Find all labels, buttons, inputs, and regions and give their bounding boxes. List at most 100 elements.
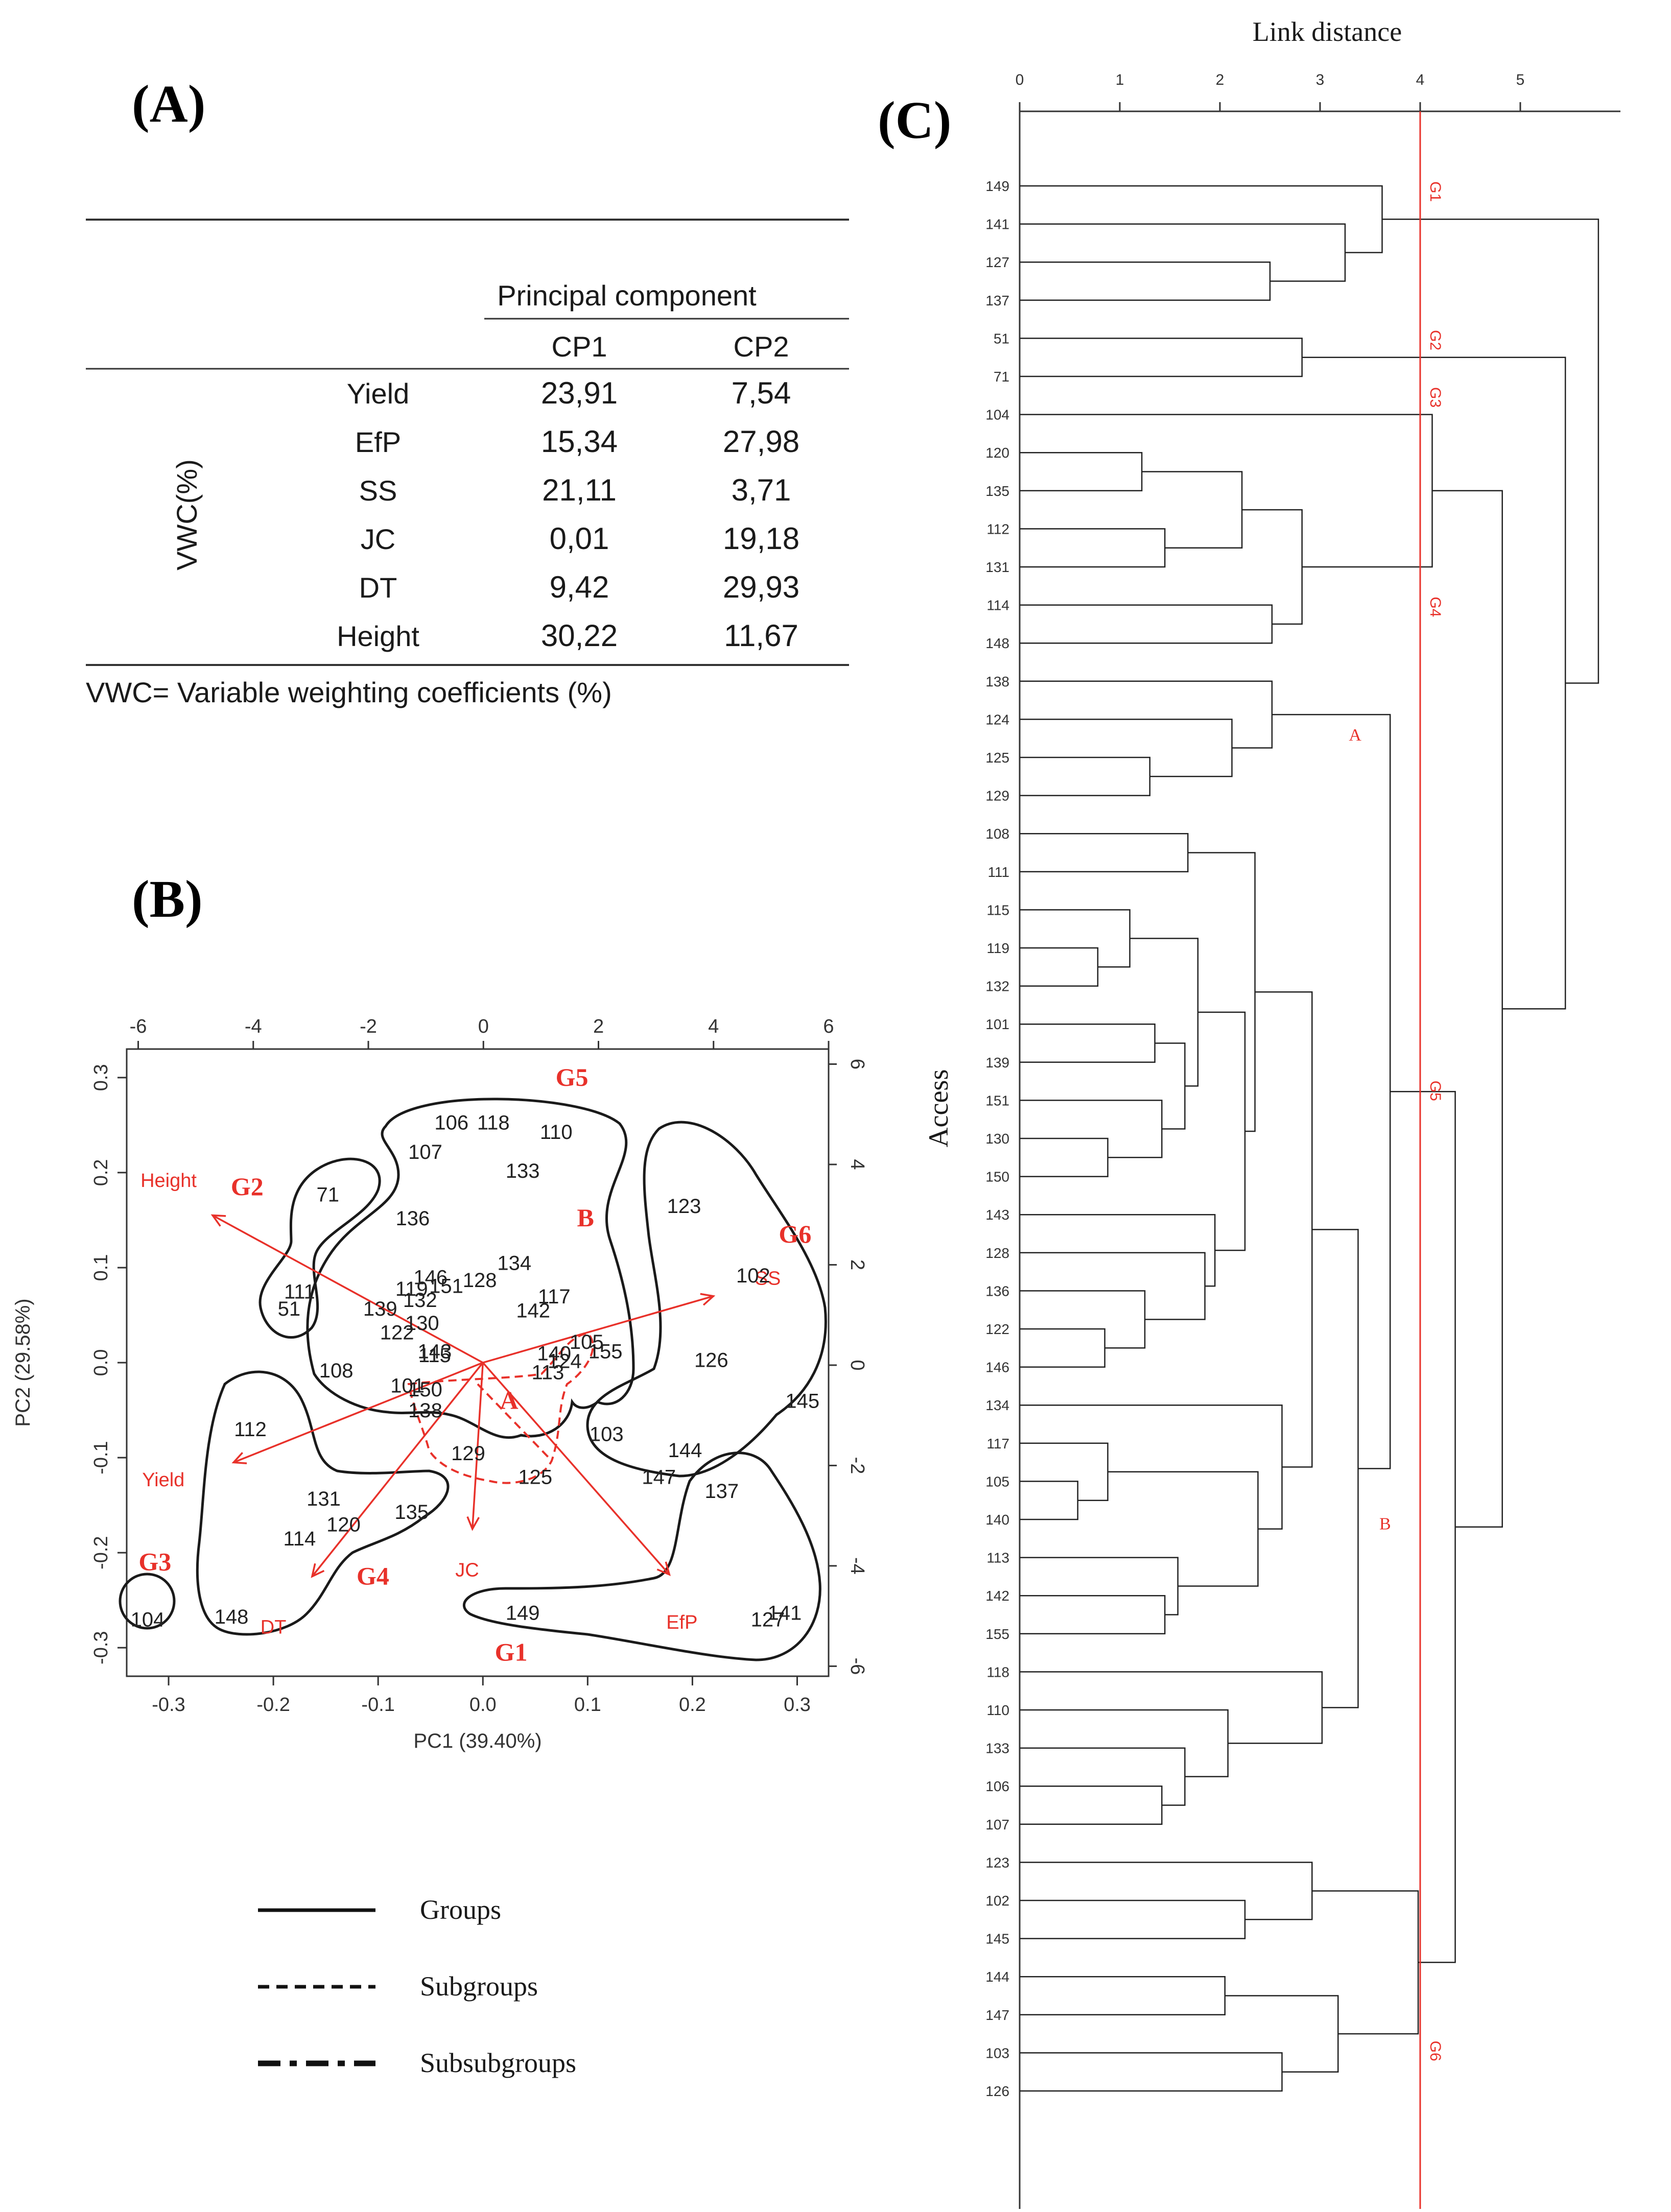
panel-label-c: (C) <box>878 91 951 150</box>
y-tick-label: 0.3 <box>90 1064 112 1091</box>
accession-point: 139 <box>363 1298 397 1320</box>
leaf-label: 144 <box>985 1969 1009 1985</box>
leaf-label: 125 <box>985 750 1009 766</box>
leaf-label: 131 <box>985 559 1009 575</box>
group-outline-g5 <box>306 1098 635 1439</box>
vector-label: DT <box>261 1616 287 1638</box>
leaf-label: 113 <box>986 1550 1009 1566</box>
accession-point: 128 <box>463 1269 497 1292</box>
dendrogram-link <box>1020 1976 1226 2016</box>
distance-tick-label: 5 <box>1516 72 1525 88</box>
x-tick-label: 0.2 <box>679 1694 706 1716</box>
leaf-label: 123 <box>985 1854 1009 1870</box>
leaf-label: 120 <box>985 445 1009 461</box>
biplot-x-axis-title: PC1 (39.40%) <box>413 1730 542 1752</box>
dendrogram-link <box>1020 1290 1146 1349</box>
dendrogram-link <box>1020 1557 1179 1615</box>
leaf-label: 108 <box>985 826 1009 842</box>
leaf-label: 110 <box>986 1702 1009 1718</box>
dendrogram-link <box>1020 1137 1109 1177</box>
leaf-label: 114 <box>986 598 1009 613</box>
leaf-label: 127 <box>985 254 1009 270</box>
leaf-label: 133 <box>985 1741 1009 1756</box>
accession-point: 145 <box>785 1390 819 1412</box>
distance-tick-label: 0 <box>1016 72 1024 88</box>
loading-vector-yield <box>233 1362 483 1463</box>
accession-point: 143 <box>418 1341 452 1363</box>
distance-tick-label: 1 <box>1116 72 1124 88</box>
accession-point: 135 <box>394 1501 429 1524</box>
accession-point: 123 <box>667 1195 701 1218</box>
table-row-label: DT <box>359 572 397 604</box>
group-label-g5: G5 <box>556 1063 589 1091</box>
vector-label: JC <box>455 1560 479 1581</box>
x-tick-label: 0.3 <box>784 1694 811 1716</box>
cluster-label-g3: G3 <box>1427 387 1444 408</box>
leaf-label: 122 <box>985 1321 1009 1337</box>
y-tick-label: 0.1 <box>90 1254 112 1281</box>
accession-point: 106 <box>434 1111 468 1134</box>
leaf-label: 111 <box>987 864 1009 880</box>
arrowhead-icon <box>231 1452 247 1464</box>
group-label-g3: G3 <box>138 1548 171 1576</box>
table-cell-cp1: 21,11 <box>542 473 617 507</box>
dendrogram-link <box>1272 713 1391 1469</box>
leaf-label: 132 <box>985 979 1009 994</box>
leaf-label: 105 <box>985 1473 1009 1489</box>
leaf-label: 112 <box>986 521 1009 537</box>
arrowhead-icon <box>700 1293 716 1306</box>
leaf-label: 149 <box>985 178 1009 194</box>
accession-point: 71 <box>316 1184 339 1206</box>
group-outline-g4 <box>196 1370 450 1636</box>
table-row-label: EfP <box>355 426 401 458</box>
accession-point: 112 <box>234 1418 267 1441</box>
dendrogram-y-axis-title: Access <box>923 1069 954 1148</box>
leaf-label: 137 <box>985 293 1009 308</box>
accession-point: 141 <box>767 1602 802 1624</box>
leaf-label: 139 <box>985 1055 1009 1071</box>
right-tick-label: -4 <box>846 1557 868 1575</box>
dendrogram-link <box>1020 1404 1283 1530</box>
distance-tick-label: 4 <box>1416 72 1425 88</box>
cluster-label-g6: G6 <box>1427 2041 1444 2061</box>
leaf-label: 136 <box>985 1283 1009 1299</box>
accession-point: 133 <box>506 1160 540 1182</box>
leaf-label: 150 <box>985 1169 1009 1185</box>
accession-point: 114 <box>283 1528 316 1550</box>
accession-point: 120 <box>326 1513 361 1536</box>
table-row-label: Yield <box>347 377 409 410</box>
accession-point: 146 <box>413 1267 448 1289</box>
y-tick-label: 0.0 <box>90 1349 112 1376</box>
vector-label: SS <box>755 1268 781 1289</box>
cluster-label-g4: G4 <box>1427 597 1444 617</box>
accession-point: 147 <box>642 1466 676 1488</box>
legend-label: Groups <box>420 1894 501 1925</box>
dendrogram-link <box>1302 356 1566 1010</box>
table-cell-cp1: 15,34 <box>541 424 618 459</box>
leaf-label: 124 <box>985 711 1009 727</box>
leaf-label: 129 <box>985 788 1009 804</box>
leaf-label: 102 <box>985 1893 1009 1909</box>
leaf-label: 130 <box>985 1131 1009 1147</box>
x-tick-label: -0.3 <box>152 1694 185 1716</box>
vector-label: Height <box>140 1170 197 1192</box>
accession-point: 115 <box>418 1344 451 1367</box>
dendrogram-link <box>1020 719 1233 777</box>
accession-point: 111 <box>284 1280 315 1303</box>
leaf-label: 118 <box>986 1664 1009 1680</box>
dendrogram-link <box>1020 947 1099 987</box>
dendrogram-link <box>1020 1100 1163 1158</box>
accession-point: 131 <box>307 1488 341 1510</box>
leaf-label: 141 <box>985 217 1009 232</box>
dendrogram-link <box>1020 1252 1206 1320</box>
y-tick-label: -0.3 <box>90 1631 112 1664</box>
group-label-g4: G4 <box>357 1562 389 1590</box>
leaf-label: 104 <box>985 407 1009 423</box>
table-footnote: VWC= Variable weighting coefficients (%) <box>86 676 612 708</box>
dendrogram-link <box>1020 528 1166 568</box>
table-cell-cp1: 0,01 <box>550 521 609 556</box>
table-row-label: JC <box>361 523 395 555</box>
